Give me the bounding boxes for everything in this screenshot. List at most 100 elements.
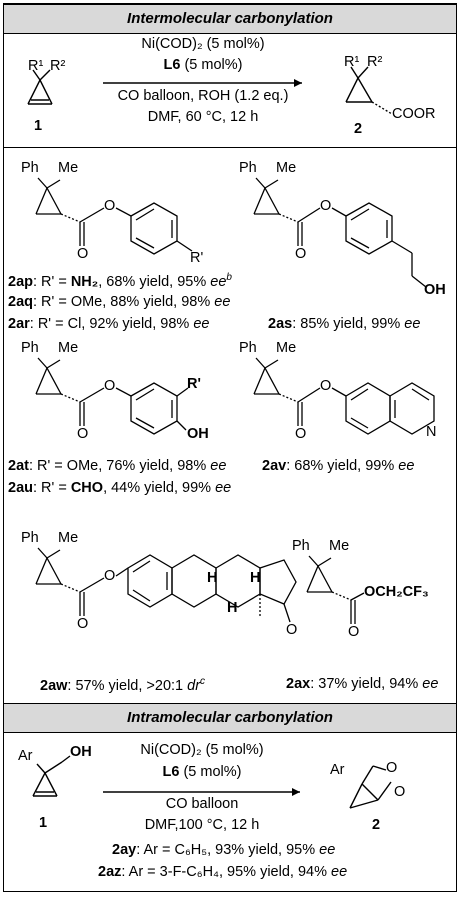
bond-ph	[37, 177, 48, 189]
ketone-bond	[283, 603, 291, 623]
ph-label: Ph	[239, 160, 257, 176]
footnote-mark: b	[226, 272, 232, 283]
compound-id: 2ap	[8, 273, 33, 290]
ligand-name: L6	[162, 764, 180, 780]
o-label: O	[104, 378, 116, 394]
bond	[35, 367, 48, 395]
bond-ch2	[391, 240, 413, 254]
bond-o	[372, 765, 387, 771]
ee-label: ee	[193, 316, 210, 332]
ee-label: ee	[210, 458, 227, 474]
bond	[44, 772, 58, 797]
bond	[27, 79, 41, 105]
cond-ligand: L6 (5 mol%)	[103, 764, 301, 780]
h-label: H	[250, 570, 261, 586]
caption-text: : 37% yield, 94%	[310, 676, 423, 692]
bond-r2	[39, 69, 51, 81]
compound-id: 2aq	[8, 294, 33, 310]
caption-text: : R' = OMe, 76% yield, 98%	[28, 458, 211, 474]
structure-2ap	[35, 177, 193, 255]
ring-inner	[135, 388, 155, 401]
hashed-bond	[60, 213, 81, 223]
product-number: 2	[354, 121, 363, 137]
compound-id: 2ax	[286, 676, 311, 692]
bond	[264, 367, 280, 395]
compound-id: 2at	[8, 458, 29, 474]
caption-2az: 2az: Ar = 3-F-C₆H₄, 95% yield, 94% ee	[98, 864, 347, 880]
quinoline-ring-b	[389, 382, 435, 435]
bond-me	[317, 557, 332, 567]
bond	[264, 187, 280, 215]
o-label: O	[77, 616, 89, 632]
caption-2as: 2as: 85% yield, 99% ee	[268, 316, 420, 332]
h-label: H	[227, 600, 238, 616]
me-label: Me	[276, 340, 297, 356]
compound-id: 2ay	[112, 842, 137, 858]
o-label: O	[77, 426, 89, 442]
caption-2ar: 2ar: R' = Cl, 92% yield, 98% ee	[8, 316, 209, 332]
o-label: O	[348, 624, 360, 640]
oh-label: OH	[424, 282, 446, 298]
ee-label: ee	[422, 676, 439, 692]
me-label: Me	[58, 340, 79, 356]
structure-2aw	[35, 547, 297, 623]
divider-1	[4, 147, 456, 148]
o-label: O	[320, 378, 332, 394]
substituent: NH₂	[70, 273, 99, 290]
bond	[32, 772, 46, 797]
o-aryl-bond	[115, 207, 132, 217]
hashed-bond	[278, 393, 299, 403]
ee-label: ee	[404, 316, 421, 332]
bond-c	[377, 781, 392, 801]
caption-text: : Ar = 3-F-C₆H₄, 95% yield, 94%	[121, 864, 331, 880]
compound-id: 2as	[268, 316, 293, 332]
bond-r	[176, 240, 193, 252]
ester-bond	[79, 387, 105, 403]
ph-label: Ph	[21, 160, 39, 176]
caption-2av: 2av: 68% yield, 99% ee	[262, 458, 414, 474]
ee-label: ee	[331, 864, 348, 880]
o-aryl-bond	[331, 207, 347, 217]
ester-bond	[297, 387, 321, 403]
bond-r2	[357, 66, 369, 79]
caption-2ap: 2ap: R' = NH₂, 68% yield, 95% eeb	[8, 272, 232, 290]
bond	[39, 79, 53, 105]
figure-frame	[3, 3, 457, 892]
arrow-head	[294, 79, 302, 87]
cond-co: CO balloon	[165, 796, 239, 812]
cond-catalyst: Ni(COD)₂ (5 mol%)	[141, 36, 265, 52]
ligand-loading: (5 mol%)	[180, 57, 243, 73]
caption-text: : 57% yield, >20:1	[67, 677, 188, 694]
bond	[253, 187, 266, 215]
caption-2au: 2au: R' = CHO, 44% yield, 99% ee	[8, 480, 231, 496]
caption-text: , 68% yield, 95%	[98, 273, 211, 290]
bond-ph	[255, 357, 266, 369]
bond	[35, 557, 48, 585]
arrow-head	[292, 788, 300, 796]
r1-label: R¹	[28, 58, 44, 74]
bond	[46, 367, 62, 395]
cond-ligand: L6 (5 mol%)	[103, 57, 303, 73]
o-label: O	[320, 198, 332, 214]
ring-inner	[132, 560, 151, 573]
bond	[253, 367, 266, 395]
bond	[46, 187, 62, 215]
bond	[306, 565, 319, 593]
bond-me	[264, 179, 279, 189]
ring-inner	[135, 237, 155, 249]
bond-ph	[37, 547, 48, 559]
ph-label: Ph	[292, 538, 310, 554]
header-intramolecular: Intramolecular carbonylation	[4, 703, 456, 733]
structure-2at	[35, 357, 189, 435]
o-label: O	[104, 568, 116, 584]
structure-2as	[253, 177, 427, 288]
ee-label: ee	[214, 294, 231, 310]
r-prime-label: R'	[190, 250, 204, 266]
ring-inner	[411, 388, 430, 401]
hashed-bond	[60, 393, 81, 403]
ring-inner	[135, 208, 155, 221]
bond	[357, 77, 373, 103]
ring-inner	[135, 417, 155, 429]
caption-2ax: 2ax: 37% yield, 94% ee	[286, 676, 438, 692]
